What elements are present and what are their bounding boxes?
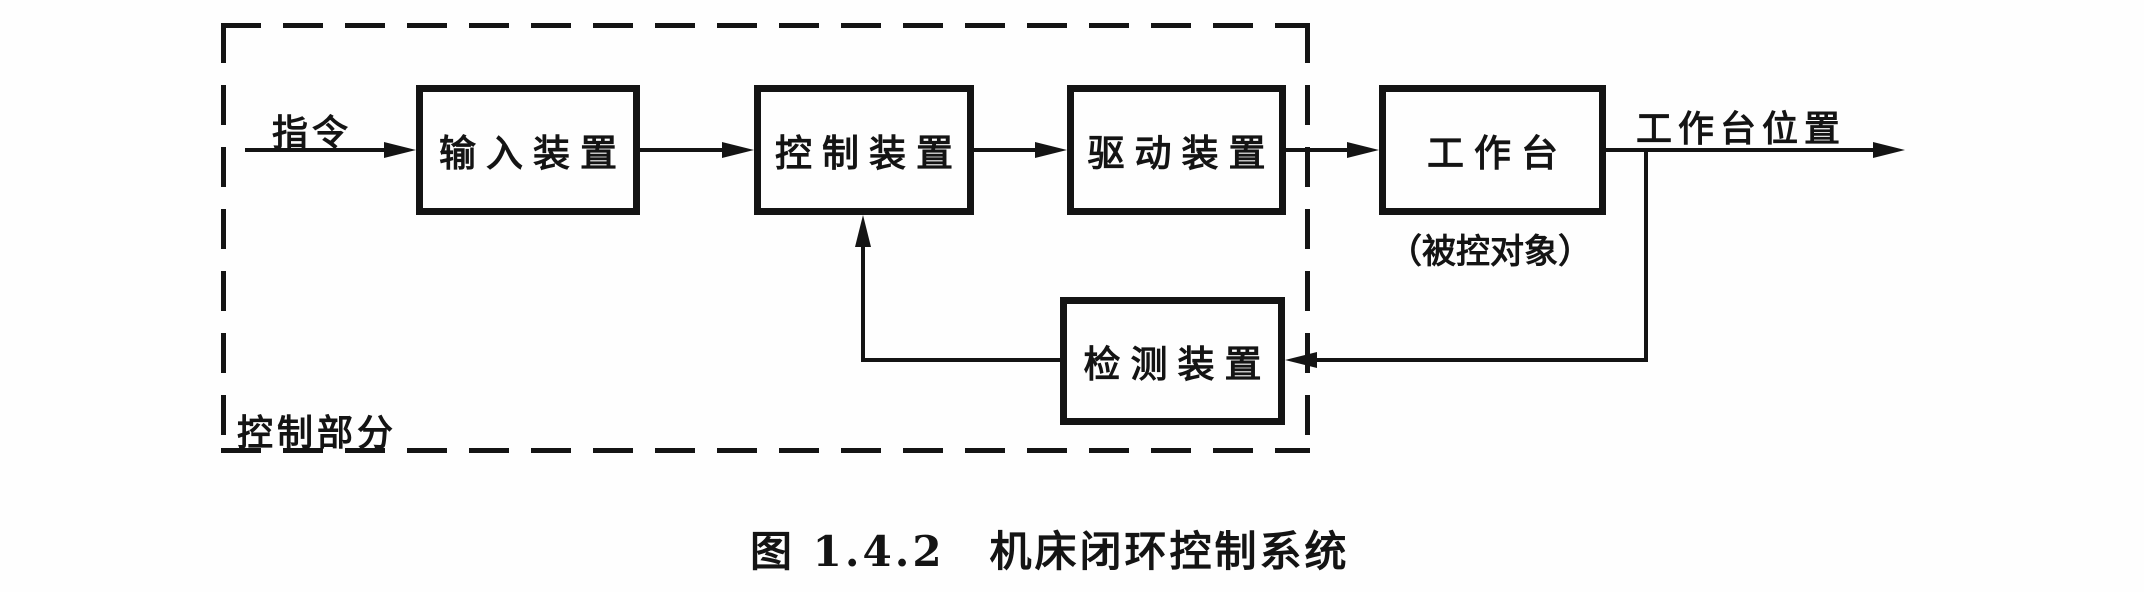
control-to-drive-arrowhead-icon bbox=[1035, 142, 1067, 158]
control-section-boundary-right bbox=[1305, 23, 1310, 453]
feedback-into-detection-arrowhead-icon bbox=[1285, 352, 1317, 368]
block-input-device-label: 输入装置 bbox=[439, 131, 627, 175]
input-to-control-line bbox=[640, 148, 724, 152]
input-to-control-arrowhead-icon bbox=[722, 142, 754, 158]
block-drive-device-label: 驱动装置 bbox=[1087, 131, 1276, 175]
command-line bbox=[245, 148, 386, 152]
label-controlled-object: （被控对象） bbox=[1388, 232, 1592, 272]
feedback-branch-drop-line bbox=[1644, 150, 1648, 362]
block-worktable: 工作台 bbox=[1379, 85, 1606, 215]
label-control-section: 控制部分 bbox=[237, 412, 398, 454]
feedback-up-line bbox=[861, 243, 865, 362]
block-input-device: 输入装置 bbox=[416, 85, 640, 215]
block-control-device-label: 控制装置 bbox=[775, 131, 963, 175]
output-arrowhead-icon bbox=[1873, 142, 1905, 158]
command-arrowhead-icon bbox=[384, 142, 416, 158]
drive-to-worktable-arrowhead-icon bbox=[1347, 142, 1379, 158]
block-worktable-label: 工作台 bbox=[1427, 131, 1568, 175]
control-section-boundary-top bbox=[221, 23, 1310, 28]
output-line bbox=[1606, 148, 1875, 152]
drive-to-worktable-line bbox=[1286, 148, 1349, 152]
control-section-boundary-bottom bbox=[221, 448, 1310, 453]
control-to-drive-line bbox=[974, 148, 1037, 152]
label-worktable-position: 工作台位置 bbox=[1636, 108, 1847, 150]
control-section-boundary-left bbox=[221, 23, 226, 453]
feedback-into-control-arrowhead-icon bbox=[855, 215, 871, 247]
label-command: 指令 bbox=[272, 112, 353, 154]
block-detection-device-label: 检测装置 bbox=[1083, 342, 1272, 386]
block-control-device: 控制装置 bbox=[754, 85, 974, 215]
feedback-right-line bbox=[1315, 358, 1648, 362]
figure-caption: 图 1.4.2 机床闭环控制系统 bbox=[750, 527, 1350, 576]
feedback-left-line bbox=[861, 358, 1060, 362]
block-drive-device: 驱动装置 bbox=[1067, 85, 1286, 215]
block-detection-device: 检测装置 bbox=[1060, 297, 1285, 425]
